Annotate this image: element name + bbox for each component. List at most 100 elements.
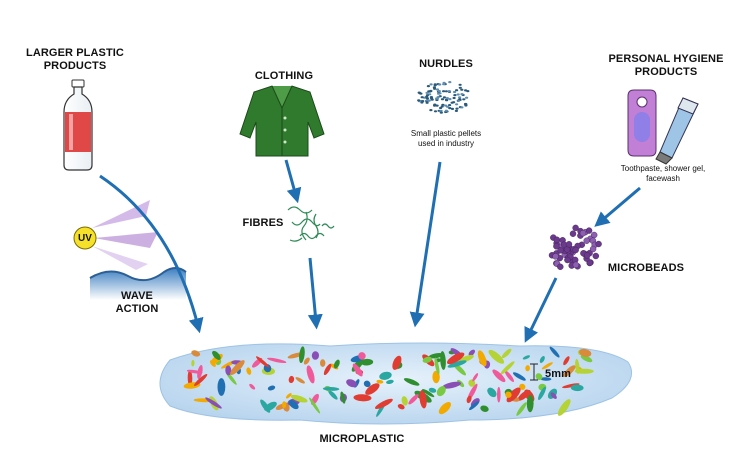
microbead [585,227,593,234]
nurdle-pellet [430,97,434,100]
plastic-fragment [517,389,531,401]
plastic-fragment [186,369,203,374]
shower-gel-icon [627,89,657,157]
hygiene-description-line1: Toothpaste, shower gel, [620,164,706,173]
nurdle-pellet [433,104,437,107]
fibres-icon [287,206,335,242]
plastic-fragment [392,355,402,370]
nurdle-pellet [442,90,446,93]
nurdle-pellet [439,111,443,114]
plastic-fragment [225,365,232,376]
nurdles-icon [417,81,470,114]
plastic-fragment [365,383,380,395]
plastic-fragment [574,368,594,374]
plastic-fragment [403,378,420,386]
wave-action-label-line2: ACTION [115,303,159,315]
plastic-fragment [436,386,446,397]
plastic-fragment [288,400,299,410]
nurdle-pellet [444,109,448,112]
nurdle-pellet [437,92,441,95]
plastic-fragment [322,386,340,391]
plastic-fragment [472,373,479,382]
plastic-fragment [194,373,208,387]
nurdle-pellet [448,104,452,107]
microplastic-fragments [183,346,594,417]
plastic-fragment [434,357,440,375]
plastic-fragment [230,360,245,376]
nurdle-pellet [465,96,469,99]
plastic-fragment [422,389,435,398]
plastic-fragment [563,356,570,366]
arrows [99,159,641,343]
nurdle-pellet [435,88,440,91]
plastic-fragment [442,381,462,389]
microbead [552,253,559,260]
plastic-fragment [187,370,193,387]
plastic-fragment [255,356,270,368]
plastic-fragment [352,363,363,377]
nurdle-pellet [441,103,445,106]
plastic-fragment [285,393,292,399]
microbead [557,263,564,270]
plastic-fragment [217,378,226,396]
plastic-fragment [550,392,557,399]
nurdle-pellet [458,98,462,101]
microbead [595,240,602,248]
microbead [589,245,597,253]
plastic-fragment [469,401,479,411]
microbead [553,243,560,250]
plastic-fragment [438,402,451,415]
clothing-label: CLOTHING [254,70,314,82]
plastic-fragment [306,365,315,384]
nurdle-pellet [440,105,444,108]
plastic-fragment [522,355,531,360]
larger-plastic-label: LARGER PLASTIC PRODUCTS [20,47,130,73]
nurdles-description: Small plastic pellets used in industry [394,129,498,149]
plastic-fragment [379,371,392,380]
nurdle-pellet [426,85,430,88]
nurdle-pellet [450,107,455,110]
jacket-icon [239,85,325,157]
plastic-fragment [358,352,366,360]
microbead [579,229,587,237]
toothpaste-icon [655,97,699,165]
plastic-fragment [328,390,338,400]
microbeads-label: MICROBEADS [607,262,685,274]
nurdle-pellet [448,107,452,110]
plastic-fragment [504,370,514,382]
arrow-hygiene-to-microbeads [594,186,641,227]
plastic-fragment [422,356,432,363]
nurdle-pellet [458,83,462,86]
plastic-fragment [579,348,592,357]
plastic-fragment [525,365,530,372]
plastic-fragment [267,357,287,364]
plastic-fragment [346,379,357,388]
plastic-fragment [386,379,394,385]
plastic-fragment [492,369,506,383]
nurdles-description-line1: Small plastic pellets [410,129,482,138]
microbead [592,252,599,260]
nurdle-pellet [460,88,464,91]
plastic-fragment [477,350,487,367]
plastic-fragment [549,346,560,358]
nurdle-pellet [429,109,433,112]
microbead [553,236,561,244]
plastic-fragment [299,346,305,364]
nurdle-pellet [460,93,464,96]
plastic-fragment [488,349,505,364]
hygiene-label-line2: PRODUCTS [634,66,698,78]
plastic-fragment [516,402,527,416]
plastic-fragment [281,401,287,409]
plastic-fragment [397,404,405,410]
plastic-fragment [557,399,571,416]
larger-plastic-label-line2: PRODUCTS [43,60,107,72]
plastic-fragment [535,373,543,381]
plastic-bottle-icon [63,79,93,171]
nurdle-pellet [442,96,446,99]
nurdle-pellet [429,83,433,86]
nurdle-pellet [417,91,421,94]
plastic-fragment [419,389,427,409]
hygiene-description: Toothpaste, shower gel, facewash [604,164,722,184]
nurdle-pellet [439,109,443,112]
microbead [591,231,598,239]
